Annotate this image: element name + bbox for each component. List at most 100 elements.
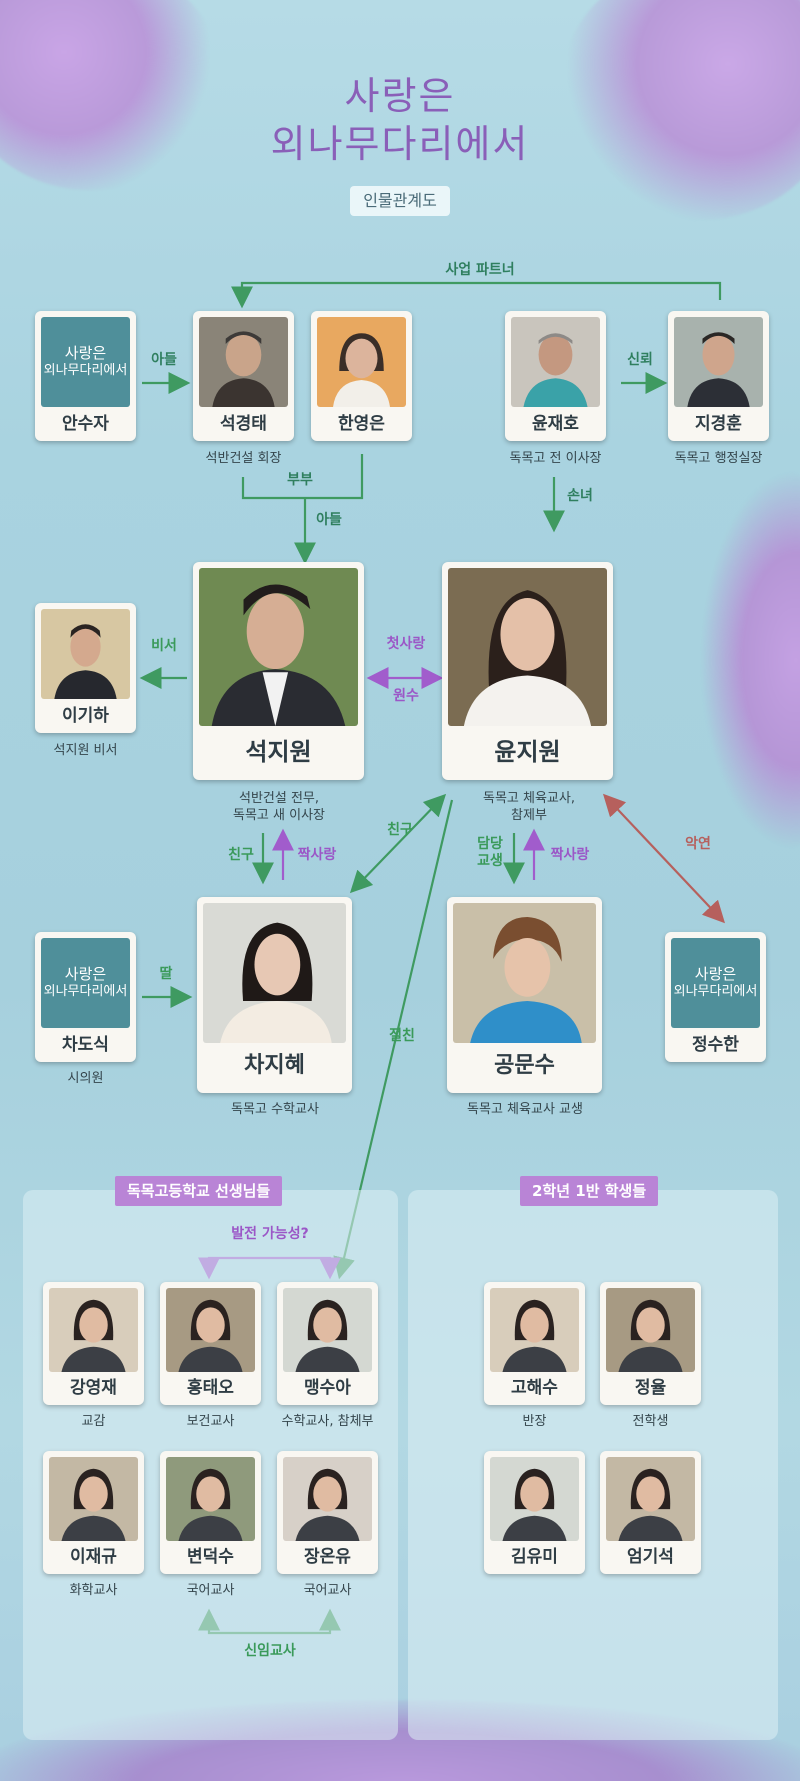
name-jeongsuhan: 정수한 bbox=[692, 1035, 739, 1055]
label-best-friend: 절친 bbox=[389, 1028, 415, 1044]
label-secretary: 비서 bbox=[151, 638, 177, 654]
name-ansuja: 안수자 bbox=[62, 414, 109, 434]
teacher-portrait bbox=[166, 1288, 255, 1372]
card-chajihye[interactable]: 차지혜 bbox=[197, 897, 352, 1093]
label-friend-cha-yun: 친구 bbox=[387, 822, 413, 838]
teacher-role: 교감 bbox=[81, 1414, 106, 1429]
role-gongmunsu: 독목고 체육교사 교생 bbox=[467, 1102, 583, 1117]
teacher-card[interactable]: 변덕수 bbox=[160, 1451, 261, 1574]
portrait-hanyeongeun bbox=[317, 317, 406, 407]
student-card[interactable]: 김유미 bbox=[484, 1451, 585, 1574]
teacher-portrait bbox=[283, 1288, 372, 1372]
role-seokjiwon-line1: 석반건설 전무, bbox=[238, 791, 320, 806]
teacher-card[interactable]: 강영재 bbox=[43, 1282, 144, 1405]
name-gongmunsu: 공문수 bbox=[494, 1053, 555, 1078]
label-bad-blood: 악연 bbox=[685, 836, 711, 852]
role-chajihye: 독목고 수학교사 bbox=[231, 1102, 319, 1117]
logo-line2: 외나무다리에서 bbox=[43, 984, 128, 999]
role-yunjiwon-line1: 독목고 체육교사, bbox=[483, 791, 575, 806]
student-portrait bbox=[606, 1457, 695, 1541]
role-seokjiwon-line2: 독목고 새 이사장 bbox=[233, 808, 325, 823]
card-gongmunsu[interactable]: 공문수 bbox=[447, 897, 602, 1093]
students-tag: 2학년 1반 학생들 bbox=[520, 1176, 659, 1206]
student-name: 정율 bbox=[634, 1378, 667, 1398]
portrait-igiha bbox=[41, 609, 130, 699]
label-couple: 부부 bbox=[287, 472, 313, 488]
logo-line2: 외나무다리에서 bbox=[43, 363, 128, 378]
card-seokjiwon[interactable]: 석지원 bbox=[193, 562, 364, 780]
label-son-of-ansuja: 아들 bbox=[151, 352, 177, 368]
card-igiha[interactable]: 이기하 bbox=[35, 603, 136, 733]
label-first-love: 첫사랑 bbox=[386, 636, 426, 652]
student-name: 고해수 bbox=[511, 1378, 558, 1398]
role-seokjiwon: 석반건설 전무, 독목고 새 이사장 bbox=[190, 790, 368, 824]
role-yunjaeho: 독목고 전 이사장 bbox=[509, 451, 602, 466]
logo-line1: 사랑은 bbox=[694, 965, 737, 983]
card-jigyeonghun[interactable]: 지경훈 bbox=[668, 311, 769, 441]
teachers-tag: 독목고등학교 선생님들 bbox=[115, 1176, 283, 1206]
label-daughter: 딸 bbox=[159, 966, 173, 982]
teacher-card[interactable]: 이재규 bbox=[43, 1451, 144, 1574]
label-crush-seok-cha: 짝사랑 bbox=[297, 847, 337, 863]
name-yunjaeho: 윤재호 bbox=[532, 414, 579, 434]
diagram-subtitle: 인물관계도 bbox=[350, 186, 450, 216]
teacher-portrait bbox=[166, 1457, 255, 1541]
logo-line2: 외나무다리에서 bbox=[673, 984, 758, 999]
teacher-role: 국어교사 bbox=[186, 1583, 235, 1598]
drama-title: 사랑은 외나무다리에서 bbox=[0, 72, 800, 168]
student-portrait bbox=[490, 1288, 579, 1372]
teacher-card[interactable]: 장온유 bbox=[277, 1451, 378, 1574]
teacher-name: 이재규 bbox=[70, 1547, 117, 1567]
role-jigyeonghun: 독목고 행정실장 bbox=[674, 451, 763, 466]
portrait-yunjiwon bbox=[448, 568, 607, 726]
student-card[interactable]: 엄기석 bbox=[600, 1451, 701, 1574]
teacher-card[interactable]: 맹수아 bbox=[277, 1282, 378, 1405]
role-yunjiwon-line2: 참제부 bbox=[511, 808, 547, 823]
card-yunjiwon[interactable]: 윤지원 bbox=[442, 562, 613, 780]
students-panel bbox=[408, 1190, 778, 1740]
name-hanyeongeun: 한영은 bbox=[338, 414, 385, 434]
portrait-seokjiwon bbox=[199, 568, 358, 726]
student-role: 전학생 bbox=[632, 1414, 669, 1429]
portrait-seokgyeongtae bbox=[199, 317, 288, 407]
name-igiha: 이기하 bbox=[62, 706, 109, 726]
card-seokgyeongtae[interactable]: 석경태 bbox=[193, 311, 294, 441]
teacher-name: 강영재 bbox=[70, 1378, 117, 1398]
student-name: 김유미 bbox=[511, 1547, 558, 1567]
card-yunjaeho[interactable]: 윤재호 bbox=[505, 311, 606, 441]
name-seokgyeongtae: 석경태 bbox=[220, 414, 267, 434]
student-card[interactable]: 정율 bbox=[600, 1282, 701, 1405]
student-portrait bbox=[606, 1288, 695, 1372]
card-hanyeongeun[interactable]: 한영은 bbox=[311, 311, 412, 441]
label-new-teachers: 신임교사 bbox=[244, 1643, 296, 1659]
student-card[interactable]: 고해수 bbox=[484, 1282, 585, 1405]
teacher-role: 국어교사 bbox=[303, 1583, 352, 1598]
label-in-charge-line1: 담당 bbox=[477, 836, 503, 852]
student-name: 엄기석 bbox=[627, 1547, 674, 1567]
role-chadosik: 시의원 bbox=[67, 1071, 104, 1086]
teacher-name: 홍태오 bbox=[187, 1378, 234, 1398]
role-igiha: 석지원 비서 bbox=[53, 743, 118, 758]
label-friend-seok-cha: 친구 bbox=[228, 847, 254, 863]
teacher-portrait bbox=[49, 1457, 138, 1541]
portrait-gongmunsu bbox=[453, 903, 596, 1043]
logo-line1: 사랑은 bbox=[64, 344, 107, 362]
name-chadosik: 차도식 bbox=[62, 1035, 109, 1055]
teacher-name: 맹수아 bbox=[304, 1378, 351, 1398]
label-in-charge: 담당 교생 bbox=[470, 836, 510, 870]
student-role: 반장 bbox=[522, 1414, 547, 1429]
logo-line1: 사랑은 bbox=[64, 965, 107, 983]
title-line2: 외나무다리에서 bbox=[270, 122, 530, 166]
name-yunjiwon: 윤지원 bbox=[494, 738, 561, 766]
teacher-role: 보건교사 bbox=[186, 1414, 235, 1429]
teacher-card[interactable]: 홍태오 bbox=[160, 1282, 261, 1405]
name-seokjiwon: 석지원 bbox=[245, 738, 312, 766]
name-chajihye: 차지혜 bbox=[244, 1053, 305, 1078]
teacher-role: 수학교사, 참체부 bbox=[281, 1414, 374, 1429]
